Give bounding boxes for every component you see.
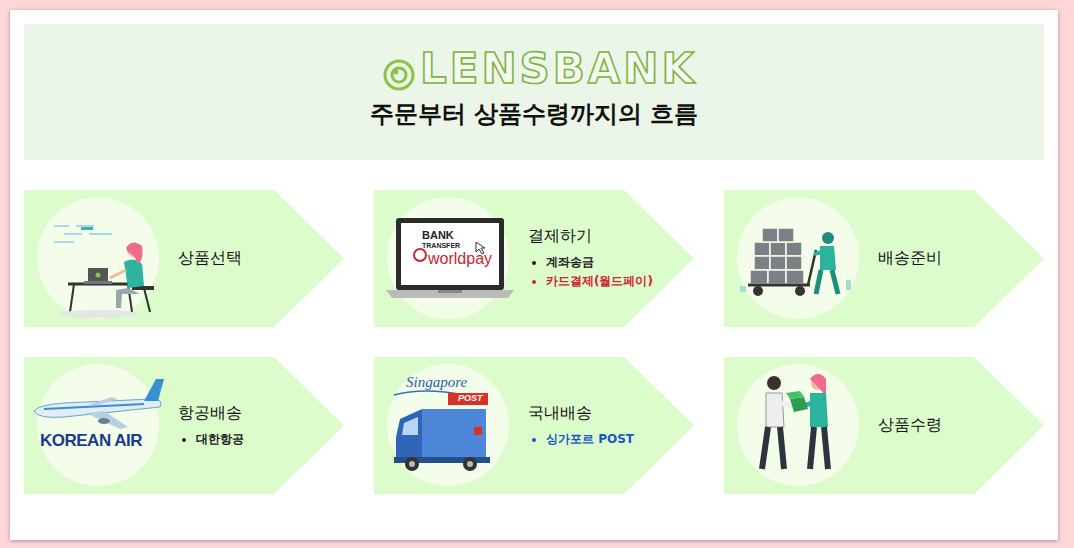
arrow-step: 배송준비 — [724, 190, 1044, 327]
airplane-illustration — [24, 357, 344, 494]
logo-icon — [382, 58, 416, 92]
step-list: 싱가포르 POST — [528, 430, 634, 449]
bank-logo-subtext: TRANSFER — [422, 242, 460, 249]
arrow-step: 상품수령 — [724, 357, 1044, 494]
step-text: 배송준비 — [878, 190, 942, 327]
step-item: 싱가포르 POST — [546, 430, 634, 449]
step-text: 상품선택 — [178, 190, 242, 327]
step-item: 계좌송금 — [546, 253, 653, 272]
arrow-step: 항공배송대한항공 — [24, 357, 344, 494]
laptop-illustration — [374, 190, 694, 327]
step-heading: 배송준비 — [878, 248, 942, 269]
diagram-title: 주문부터 상품수령까지의 흐름 — [24, 98, 1044, 130]
step-heading: 항공배송 — [178, 403, 244, 424]
step-text: 상품수령 — [878, 357, 942, 494]
post-logo-badge: POST — [458, 393, 483, 403]
step-list: 대한항공 — [178, 430, 244, 449]
arrow-step: 결제하기계좌송금카드결제(월드페이) — [374, 190, 694, 327]
step-heading: 상품수령 — [878, 415, 942, 436]
step-text: 국내배송싱가포르 POST — [528, 357, 634, 494]
worldpay-logo: worldpay — [428, 250, 492, 268]
step-heading: 결제하기 — [528, 226, 653, 247]
post-logo-script: Singapore — [406, 374, 467, 391]
logo-text: LENSBANK — [420, 44, 697, 93]
step-text: 항공배송대한항공 — [178, 357, 244, 494]
airline-logo: KOREAN AIR — [40, 431, 142, 451]
step-item: 카드결제(월드페이) — [546, 272, 653, 291]
step-heading: 상품선택 — [178, 248, 242, 269]
step-heading: 국내배송 — [528, 403, 634, 424]
arrow-step: 상품선택 — [24, 190, 344, 327]
step-list: 계좌송금카드결제(월드페이) — [528, 253, 653, 291]
step-item: 대한항공 — [196, 430, 244, 449]
bank-logo-text: BANK — [422, 229, 454, 241]
step-text: 결제하기계좌송금카드결제(월드페이) — [528, 190, 653, 327]
